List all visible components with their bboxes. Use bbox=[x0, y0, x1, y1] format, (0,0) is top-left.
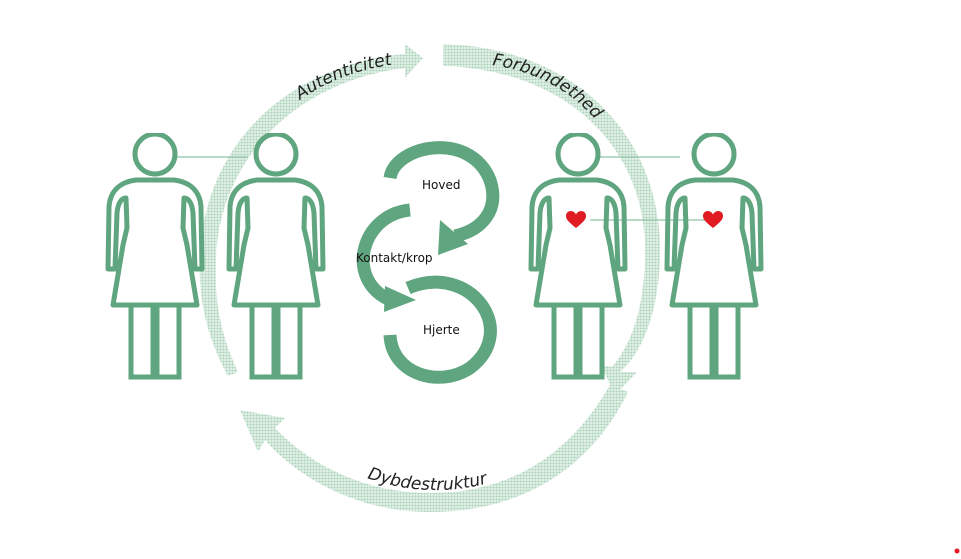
loop-bottom bbox=[383, 275, 497, 384]
ring-arc-left bbox=[199, 44, 423, 376]
loop-arrow bbox=[356, 141, 500, 384]
heart-icon bbox=[566, 211, 586, 228]
loop-label-kontakt: Kontakt/krop bbox=[356, 251, 433, 265]
corner-dot bbox=[954, 548, 960, 554]
person-icon bbox=[531, 134, 625, 377]
arrow-ring bbox=[199, 44, 660, 512]
loop-arrowhead-top bbox=[438, 220, 468, 255]
loop-top bbox=[383, 141, 500, 243]
label-autenticitet: Autenticitet bbox=[291, 50, 394, 105]
ring-arc-bottom bbox=[240, 385, 628, 512]
loop-middle bbox=[356, 203, 412, 306]
loop-label-hjerte: Hjerte bbox=[423, 323, 460, 337]
label-forbundethed: Forbundethed bbox=[491, 50, 606, 123]
person-icon bbox=[667, 134, 761, 377]
loop-label-hoved: Hoved bbox=[422, 178, 460, 192]
ring-arc-right bbox=[443, 44, 660, 395]
person-icon bbox=[229, 134, 323, 377]
loop-arrowhead-middle bbox=[384, 286, 416, 312]
person-icon bbox=[108, 134, 202, 377]
heart-icon bbox=[703, 211, 723, 228]
